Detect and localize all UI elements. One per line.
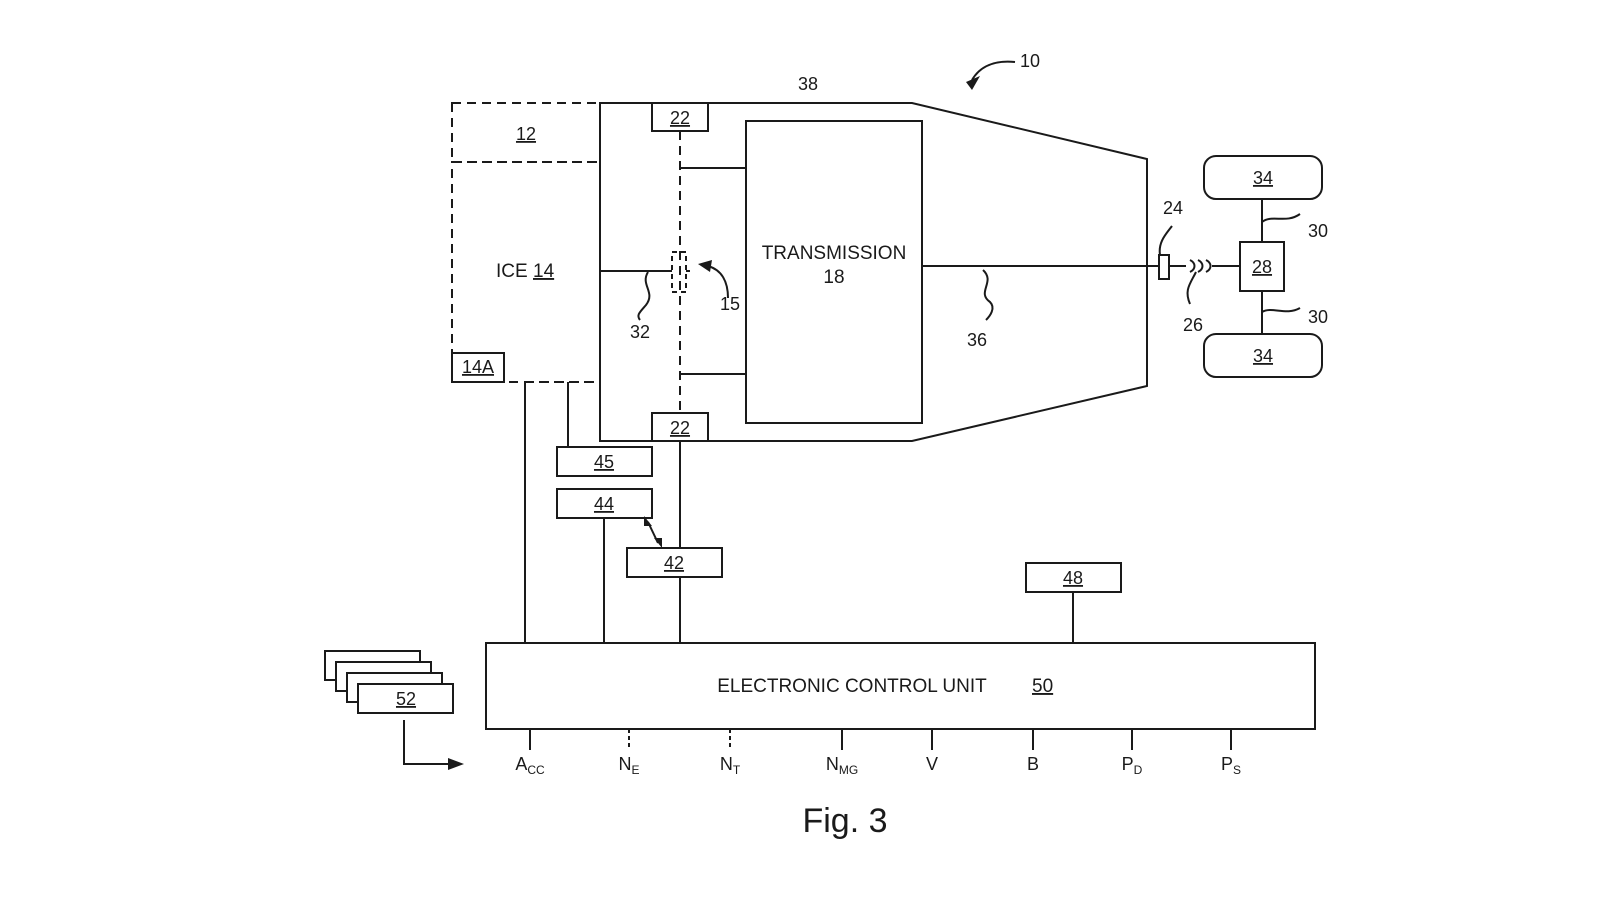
box-22-bottom-label: 22 xyxy=(670,418,690,438)
box-45-label: 45 xyxy=(594,452,614,472)
box-45 xyxy=(556,446,653,477)
break-mark-2 xyxy=(1197,259,1204,273)
wheel-34-top xyxy=(1203,155,1323,200)
axle-30-top-leader xyxy=(1261,213,1301,223)
ecu-50: ELECTRONIC CONTROL UNIT 50 xyxy=(485,642,1316,730)
stack-52: 52 xyxy=(324,650,464,770)
ice-number: 14 xyxy=(533,261,555,282)
box-12-label: 12 xyxy=(516,124,536,144)
ref-10-label: 10 xyxy=(1020,51,1040,71)
shaft-36-group: 36 xyxy=(922,265,1160,350)
box-48-label: 48 xyxy=(1063,568,1083,588)
box-22-top-label: 22 xyxy=(670,108,690,128)
signal-label: PS xyxy=(1221,754,1241,777)
clutch-15-label: 15 xyxy=(720,294,740,314)
engine-group: 12 ICE 14 14A xyxy=(451,102,601,383)
signal-label: NMG xyxy=(826,754,858,777)
driveline-group: 24 26 xyxy=(1158,198,1240,335)
housing-label: 38 xyxy=(798,74,818,94)
signal-label: B xyxy=(1027,754,1039,774)
box-42 xyxy=(626,547,723,578)
shaft-36-label: 36 xyxy=(967,330,987,350)
link-arrowhead-up xyxy=(644,516,652,526)
axle-group: 28 34 34 30 30 xyxy=(1203,155,1328,378)
box-48-group: 48 xyxy=(1025,562,1122,643)
stack-box-4 xyxy=(357,683,454,714)
box-14a-label: 14A xyxy=(462,357,494,377)
driveshaft-26-leader xyxy=(1186,271,1197,305)
axle-30-bottom-leader xyxy=(1261,307,1301,313)
box-44-label: 44 xyxy=(594,494,614,514)
differential-28-label: 28 xyxy=(1252,257,1272,277)
control-boxes: 45 44 42 xyxy=(524,382,723,643)
shaft-32-group: 32 15 xyxy=(600,251,740,342)
coupling-24-leader xyxy=(1158,225,1173,256)
signal-label: V xyxy=(926,754,938,774)
ref-10-arrowhead xyxy=(966,76,980,90)
stack-52-arrow-line xyxy=(403,720,450,765)
ice-text: ICE xyxy=(496,261,528,282)
ecu-box xyxy=(485,642,1316,730)
box-22-top xyxy=(651,102,709,132)
coupling-24-label: 24 xyxy=(1163,198,1183,218)
stack-52-arrowhead xyxy=(448,758,464,770)
signal-label: PD xyxy=(1122,754,1143,777)
signal-label: ACC xyxy=(515,754,545,777)
axle-30-top-label: 30 xyxy=(1308,221,1328,241)
clutch-boxes: 22 22 xyxy=(651,102,709,442)
housing-outline xyxy=(599,102,1148,442)
shaft-32-label: 32 xyxy=(630,322,650,342)
wheel-34-bottom-label: 34 xyxy=(1253,346,1273,366)
break-mark-1 xyxy=(1189,259,1196,273)
driveshaft-26-label: 26 xyxy=(1183,315,1203,335)
transmission-18: TRANSMISSION 18 xyxy=(680,120,923,424)
ecu-number: 50 xyxy=(1032,676,1053,697)
box-14a xyxy=(451,352,505,383)
shaft-32-leader xyxy=(637,271,651,321)
box-48 xyxy=(1025,562,1122,593)
ref-10: 10 xyxy=(966,51,1040,90)
signal-label: NT xyxy=(720,754,741,777)
clutch-15-arrowhead xyxy=(698,260,712,272)
axle-30-bottom-label: 30 xyxy=(1308,307,1328,327)
ref-10-leader xyxy=(971,60,1016,81)
shaft-36-leader xyxy=(982,269,994,321)
transmission-number: 18 xyxy=(823,267,844,288)
box-52-label: 52 xyxy=(396,689,416,709)
housing-38: 38 xyxy=(599,74,1148,442)
box-42-label: 42 xyxy=(664,553,684,573)
wheel-34-bottom xyxy=(1203,333,1323,378)
transmission-box xyxy=(745,120,923,424)
ecu-signals: ACC NE NT NMG V B PD PS xyxy=(515,729,1241,777)
signal-label: NE xyxy=(618,754,639,777)
link-arrowhead-down xyxy=(654,538,662,548)
clutch-15-leader xyxy=(707,265,729,299)
ecu-text: ELECTRONIC CONTROL UNIT xyxy=(717,676,987,697)
coupling-24 xyxy=(1158,254,1170,280)
transmission-text: TRANSMISSION xyxy=(762,243,907,264)
break-mark-3 xyxy=(1205,259,1212,273)
wheel-34-top-label: 34 xyxy=(1253,168,1273,188)
differential-28 xyxy=(1239,241,1285,292)
figure-caption: Fig. 3 xyxy=(802,802,887,840)
